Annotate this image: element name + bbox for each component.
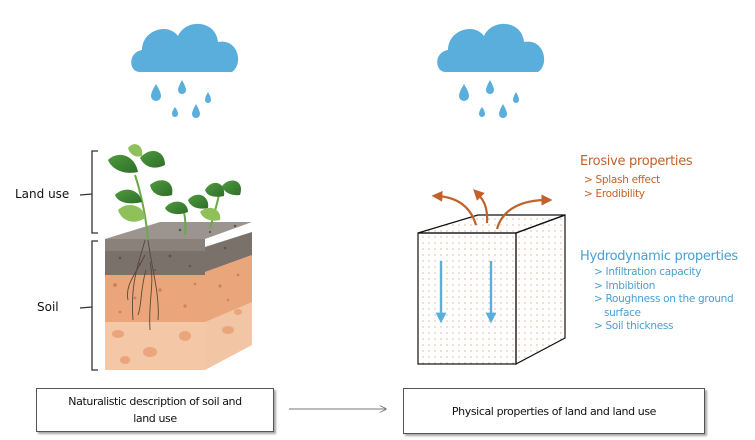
rain-cloud-icon-left: [131, 23, 239, 118]
erosive-properties-list: > Splash effect > Erodibility: [582, 174, 660, 201]
hydrodynamic-properties-title: Hydrodynamic properties: [580, 249, 738, 264]
erosive-properties-title: Erosive properties: [580, 154, 693, 169]
hydrodynamic-item: > Imbibition: [594, 279, 656, 292]
physical-properties-box: Physical properties of land and land use: [403, 388, 705, 434]
land-use-bracket: [79, 150, 98, 234]
soil-profile-illustration: [105, 144, 252, 370]
hydrodynamic-properties-list: > Infiltration capacity > Imbibition > R…: [592, 266, 752, 334]
erosive-item: > Erodibility: [584, 187, 645, 200]
infiltration-arrows: [435, 261, 497, 324]
raindrops: [151, 80, 211, 118]
rain-cloud-icon-right: [437, 23, 545, 118]
soil-label: Soil: [37, 300, 59, 314]
hydrodynamic-item: > Soil thickness: [594, 320, 674, 332]
naturalistic-description-box: Naturalistic description of soil and lan…: [36, 388, 274, 432]
land-use-label: Land use: [15, 187, 70, 201]
physical-properties-text: Physical properties of land and land use: [451, 404, 657, 418]
naturalistic-description-text: Naturalistic description of soil and lan…: [68, 395, 242, 425]
soil-cube-diagram: [417, 214, 566, 365]
hydrodynamic-item: > Infiltration capacity: [594, 266, 702, 278]
hydrodynamic-item: > Roughness on the ground surface: [594, 293, 734, 319]
soil-bracket: [79, 240, 98, 371]
erosive-item: > Splash effect: [584, 174, 660, 186]
raindrops: [459, 80, 519, 118]
splash-arrows: [431, 189, 553, 230]
